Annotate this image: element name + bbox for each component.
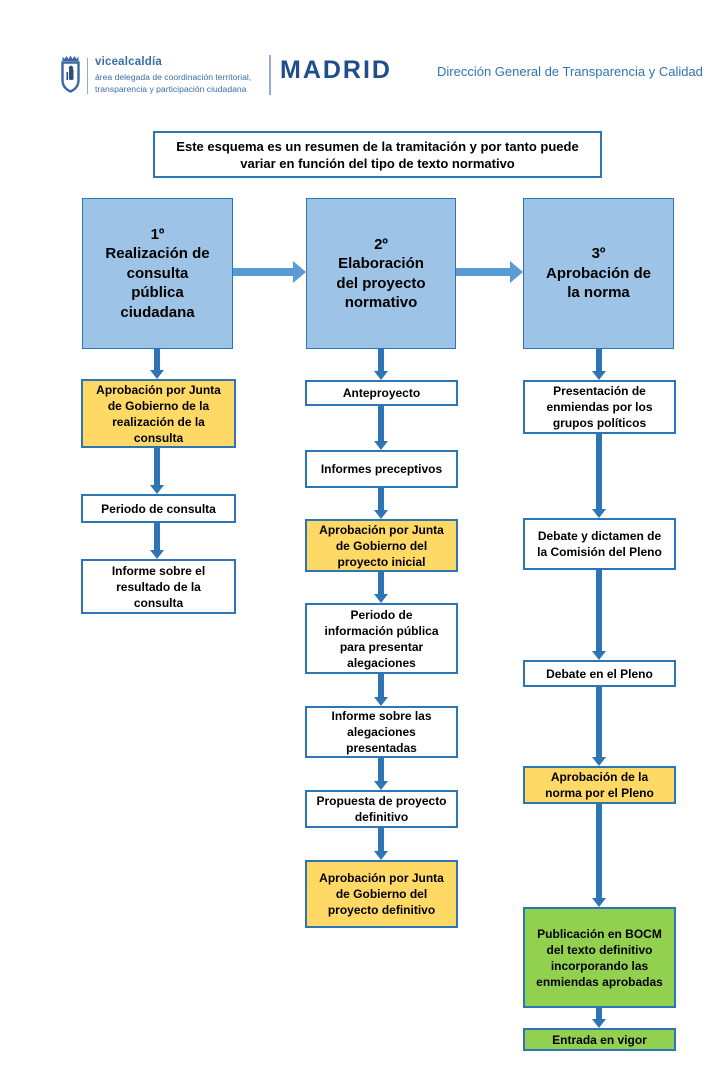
step-label: Aprobación de la norma por el Pleno (545, 770, 654, 800)
stage-ordinal: 1º (150, 225, 165, 243)
stage-title: Elaboración del proyecto normativo (336, 255, 426, 311)
arrow-down-icon (150, 349, 164, 379)
step-label: Aprobación por Junta de Gobierno de la r… (96, 382, 221, 445)
step-label: Aprobación por Junta de Gobierno del pro… (319, 871, 444, 917)
step-box: Periodo de consulta (81, 494, 236, 523)
disclaimer-line-1: Este esquema es un resumen de la tramita… (176, 138, 579, 154)
department-subline-2: transparencia y participación ciudadana (95, 84, 247, 94)
department-block: vicealcaldía área delegada de coordinaci… (95, 56, 251, 95)
arrow-down-icon (374, 674, 388, 706)
stage-title: Aprobación de la norma (545, 264, 651, 302)
step-label: Aprobación por Junta de Gobierno del pro… (319, 522, 444, 569)
arrow-right-icon (233, 261, 306, 283)
arrow-down-icon (592, 570, 606, 660)
step-label: Propuesta de proyecto definitivo (316, 794, 447, 824)
department-name: vicealcaldía (95, 56, 162, 68)
stage-box-2: 2º Elaboración del proyecto normativo (306, 198, 456, 349)
arrow-down-icon (374, 406, 388, 450)
step-box: Debate y dictamen de la Comisión del Ple… (523, 518, 676, 570)
step-box: Aprobación por Junta de Gobierno de la r… (81, 379, 236, 448)
arrow-down-icon (374, 488, 388, 519)
step-label: Informe sobre el resultado de la consult… (111, 563, 206, 610)
stage-box-1: 1º Realización de consulta pública ciuda… (82, 198, 233, 349)
header-divider (87, 58, 88, 94)
arrow-down-icon (374, 828, 388, 860)
step-label: Anteproyecto (342, 386, 421, 400)
step-box: Aprobación por Junta de Gobierno del pro… (305, 860, 458, 928)
step-label: Informes preceptivos (320, 462, 443, 476)
step-label: Publicación en BOCM del texto definitivo… (536, 926, 663, 989)
madrid-wordmark: MADRID (280, 56, 392, 84)
step-box: Entrada en vigor (523, 1028, 676, 1051)
arrow-down-icon (374, 572, 388, 603)
arrow-down-icon (592, 687, 606, 766)
header-divider (269, 55, 271, 95)
directorate-title: Dirección General de Transparencia y Cal… (437, 64, 703, 79)
arrow-down-icon (592, 434, 606, 518)
step-label: Entrada en vigor (552, 1032, 647, 1047)
stage-box-3: 3º Aprobación de la norma (523, 198, 674, 349)
step-box: Anteproyecto (305, 380, 458, 406)
step-box: Propuesta de proyecto definitivo (305, 790, 458, 828)
department-subline-1: área delegada de coordinación territoria… (95, 72, 252, 82)
step-box: Publicación en BOCM del texto definitivo… (523, 907, 676, 1008)
step-box: Informe sobre el resultado de la consult… (81, 559, 236, 614)
stage-ordinal: 2º (374, 235, 388, 253)
step-label: Periodo de información pública para pres… (324, 607, 439, 670)
stage-ordinal: 3º (591, 245, 606, 263)
step-box: Aprobación de la norma por el Pleno (523, 766, 676, 804)
arrow-right-icon (456, 261, 523, 283)
arrow-down-icon (150, 523, 164, 559)
step-box: Presentación de enmiendas por los grupos… (523, 380, 676, 434)
disclaimer-line-2: variar en función del tipo de texto norm… (240, 155, 515, 171)
arrow-down-icon (374, 758, 388, 790)
step-label: Informe sobre las alegaciones presentada… (331, 709, 432, 755)
stage-title: Realización de consulta pública ciudadan… (105, 245, 210, 321)
step-label: Debate y dictamen de la Comisión del Ple… (537, 529, 662, 559)
arrow-down-icon (374, 349, 388, 380)
step-box: Periodo de información pública para pres… (305, 603, 458, 674)
arrow-down-icon (592, 349, 606, 380)
step-box: Informes preceptivos (305, 450, 458, 488)
step-box: Aprobación por Junta de Gobierno del pro… (305, 519, 458, 572)
arrow-down-icon (592, 1008, 606, 1028)
step-label: Debate en el Pleno (546, 666, 653, 681)
step-label: Periodo de consulta (101, 501, 216, 516)
step-box: Debate en el Pleno (523, 660, 676, 687)
step-box: Informe sobre las alegaciones presentada… (305, 706, 458, 758)
madrid-city-shield-icon (60, 55, 81, 99)
disclaimer-note: Este esquema es un resumen de la tramita… (153, 131, 602, 178)
step-label: Presentación de enmiendas por los grupos… (546, 384, 653, 430)
arrow-down-icon (150, 448, 164, 494)
arrow-down-icon (592, 804, 606, 907)
